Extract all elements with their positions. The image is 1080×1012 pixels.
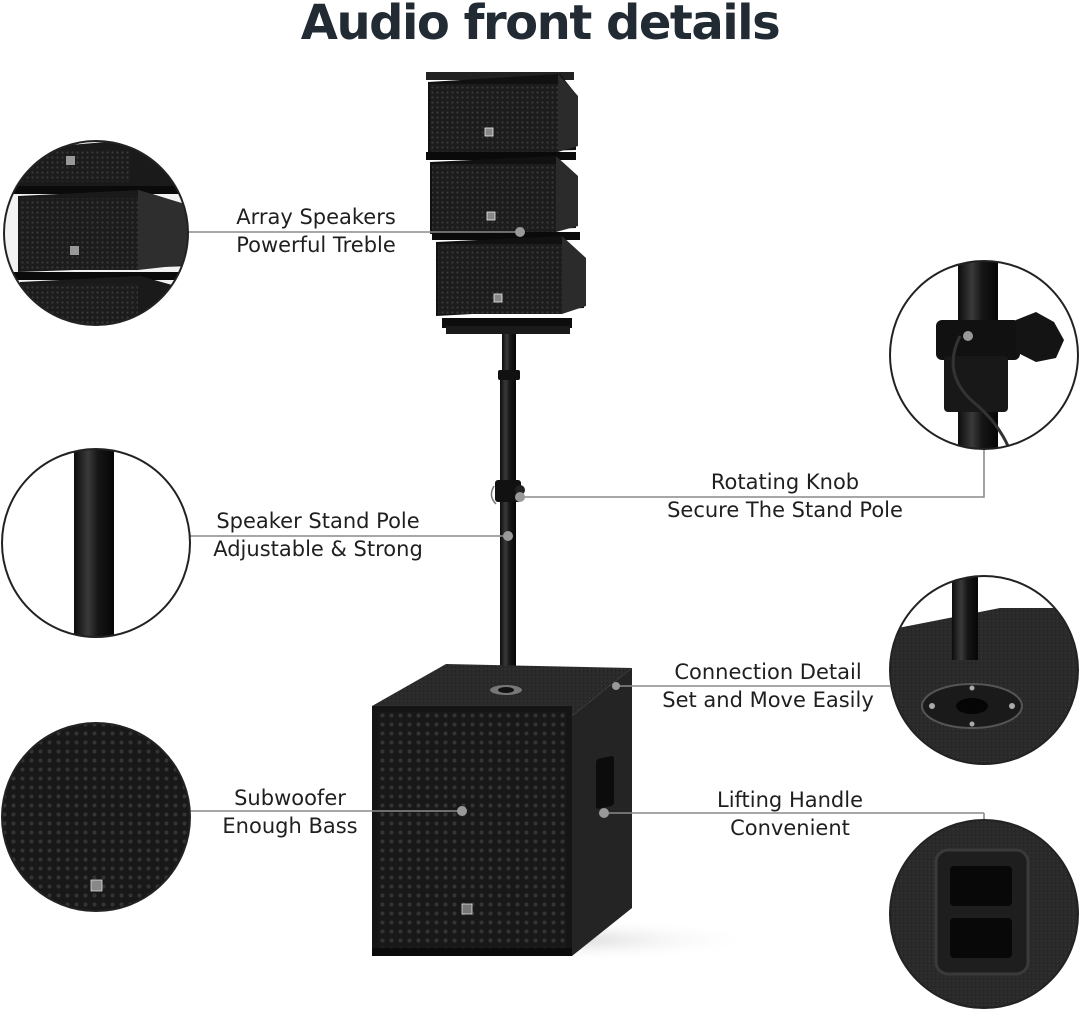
callout-subwoofer-title: Subwoofer (234, 786, 346, 810)
callout-rotating-knob-subtitle: Secure The Stand Pole (667, 498, 903, 522)
callout-lifting-handle-subtitle: Convenient (730, 816, 850, 840)
callout-rotating-knob: Rotating Knob Secure The Stand Pole (640, 468, 930, 524)
callout-rotating-knob-title: Rotating Knob (710, 470, 860, 494)
array-speaker-stack (426, 72, 586, 334)
callout-stand-pole-subtitle: Adjustable & Strong (213, 537, 423, 561)
callout-array-speakers: Array Speakers Powerful Treble (196, 203, 436, 259)
detail-subwoofer-grille (1, 722, 191, 912)
leader-lines (188, 231, 985, 820)
callout-stand-pole: Speaker Stand Pole Adjustable & Strong (186, 507, 450, 563)
page-title: Audio front details (300, 0, 781, 51)
callout-array-speakers-title: Array Speakers (236, 205, 396, 229)
detail-stand-pole (1, 448, 191, 638)
detail-connection (889, 575, 1079, 765)
callout-connection-detail-title: Connection Detail (674, 660, 862, 684)
callout-connection-detail-subtitle: Set and Move Easily (662, 688, 874, 712)
callout-lifting-handle-title: Lifting Handle (717, 788, 863, 812)
detail-rotating-knob (889, 260, 1079, 450)
leader-dots (457, 227, 620, 818)
callout-subwoofer-subtitle: Enough Bass (222, 814, 358, 838)
stand-pole (490, 334, 525, 694)
callout-subwoofer: Subwoofer Enough Bass (200, 784, 380, 840)
callout-array-speakers-subtitle: Powerful Treble (236, 233, 396, 257)
detail-lifting-handle (889, 819, 1079, 1009)
callout-lifting-handle: Lifting Handle Convenient (690, 786, 890, 842)
callout-stand-pole-title: Speaker Stand Pole (216, 509, 420, 533)
detail-array-speakers (3, 140, 189, 326)
callout-connection-detail: Connection Detail Set and Move Easily (636, 658, 900, 714)
